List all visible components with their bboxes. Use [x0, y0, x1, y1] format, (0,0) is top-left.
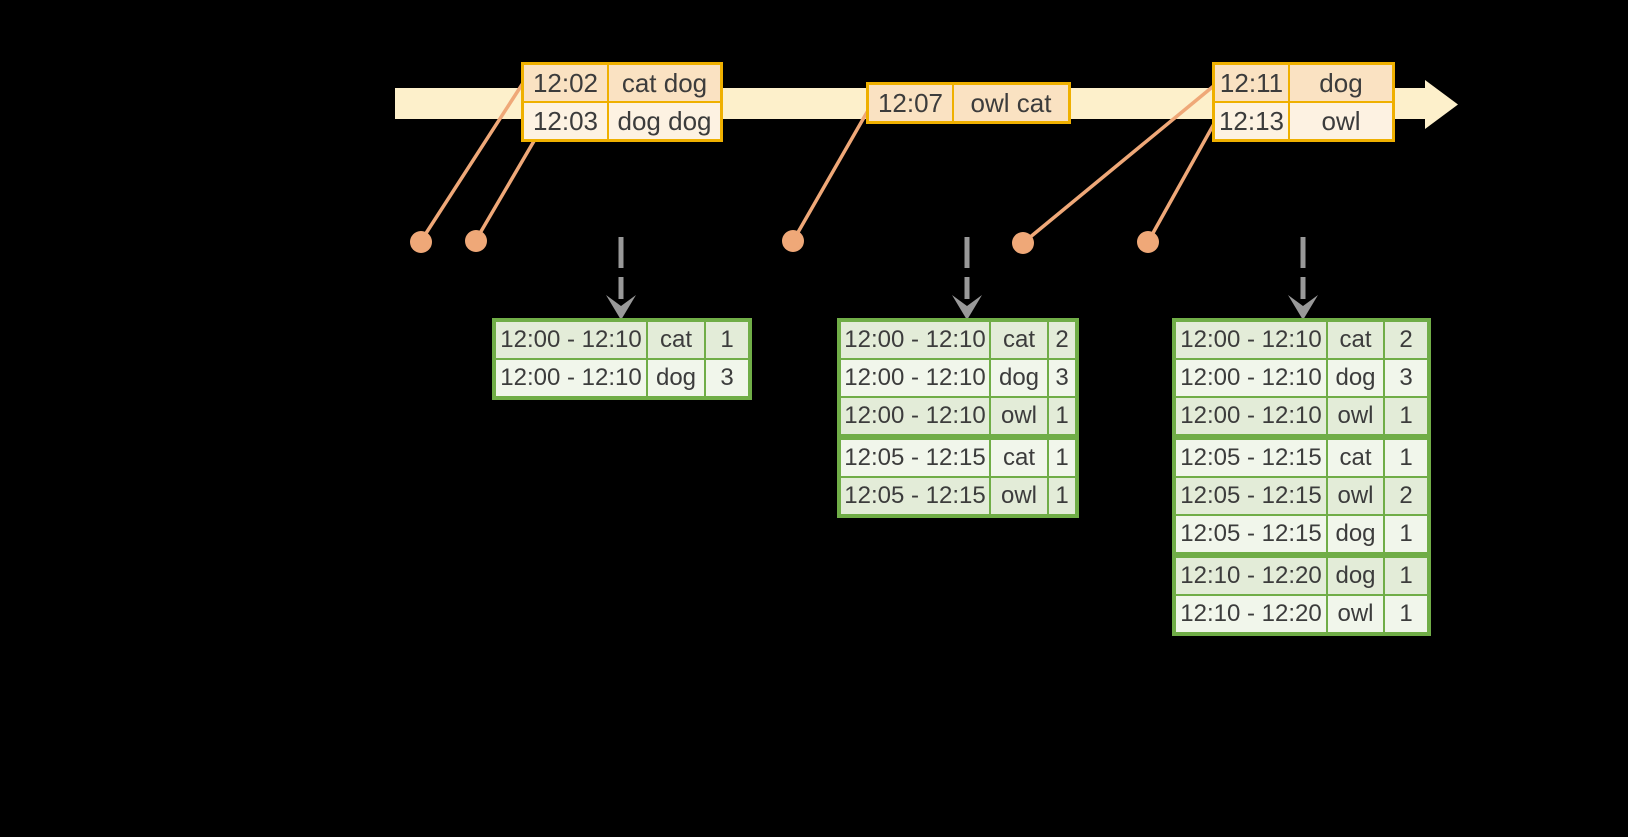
event-time: 12:11	[1215, 65, 1288, 101]
down-arrowhead-icon	[606, 295, 636, 320]
connector-line	[474, 140, 536, 241]
result-word: owl	[991, 478, 1047, 514]
connector-line	[1146, 121, 1217, 243]
event-dots	[410, 230, 1159, 254]
event-words: dog	[1290, 65, 1392, 101]
event-table-1: 12:02 cat dog 12:03 dog dog	[521, 62, 723, 142]
result-count: 2	[1385, 322, 1427, 358]
result-word: cat	[1328, 322, 1383, 358]
result-row: 12:00 - 12:10 cat 2	[841, 322, 1075, 358]
event-words: owl	[1290, 103, 1392, 139]
result-row: 12:05 - 12:15 cat 1	[1176, 440, 1427, 476]
result-window: 12:00 - 12:10	[1176, 322, 1326, 358]
connector-line	[791, 106, 872, 242]
result-count: 1	[1049, 440, 1075, 476]
event-table-2: 12:07 owl cat	[866, 82, 1071, 124]
event-time: 12:13	[1215, 103, 1288, 139]
result-row: 12:00 - 12:10 cat 2	[1176, 322, 1427, 358]
result-count: 1	[1049, 478, 1075, 514]
event-time: 12:07	[869, 85, 952, 121]
event-table-3: 12:11 dog 12:13 owl	[1212, 62, 1395, 142]
result-row: 12:10 - 12:20 dog 1	[1176, 558, 1427, 594]
result-word: cat	[1328, 440, 1383, 476]
connector-lines	[419, 82, 1218, 245]
timeline-arrowhead-icon	[1425, 80, 1458, 129]
result-window: 12:05 - 12:15	[1176, 478, 1326, 514]
result-count: 3	[1049, 360, 1075, 396]
result-row: 12:10 - 12:20 owl 1	[1176, 596, 1427, 632]
result-row: 12:00 - 12:10 owl 1	[1176, 398, 1427, 434]
result-window: 12:10 - 12:20	[1176, 558, 1326, 594]
result-word: cat	[648, 322, 704, 358]
result-word: cat	[991, 322, 1047, 358]
result-word: dog	[648, 360, 704, 396]
event-row: 12:02 cat dog	[524, 65, 720, 101]
result-word: owl	[991, 398, 1047, 434]
result-word: owl	[1328, 398, 1383, 434]
result-window: 12:05 - 12:15	[1176, 440, 1326, 476]
down-arrowhead-icon	[1288, 295, 1318, 320]
result-count: 2	[1049, 322, 1075, 358]
result-window: 12:00 - 12:10	[496, 360, 646, 396]
event-words: owl cat	[954, 85, 1068, 121]
result-count: 1	[1049, 398, 1075, 434]
result-row: 12:05 - 12:15 owl 1	[841, 478, 1075, 514]
result-row: 12:00 - 12:10 dog 3	[496, 360, 748, 396]
result-window: 12:00 - 12:10	[1176, 360, 1326, 396]
event-dot	[1012, 232, 1034, 254]
result-count: 3	[1385, 360, 1427, 396]
down-arrowhead-icon	[952, 295, 982, 320]
result-count: 2	[1385, 478, 1427, 514]
connector-line	[419, 82, 525, 242]
result-word: owl	[1328, 596, 1383, 632]
result-count: 1	[1385, 558, 1427, 594]
trigger-arrows	[606, 237, 1318, 320]
result-window: 12:05 - 12:15	[1176, 516, 1326, 552]
result-window: 12:00 - 12:10	[496, 322, 646, 358]
result-window: 12:00 - 12:10	[841, 398, 989, 434]
result-count: 1	[1385, 516, 1427, 552]
result-row: 12:00 - 12:10 cat 1	[496, 322, 748, 358]
event-row: 12:03 dog dog	[524, 103, 720, 139]
event-words: cat dog	[609, 65, 720, 101]
result-window: 12:00 - 12:10	[841, 322, 989, 358]
result-count: 3	[706, 360, 748, 396]
result-row: 12:05 - 12:15 dog 1	[1176, 516, 1427, 552]
result-count: 1	[706, 322, 748, 358]
result-word: dog	[1328, 558, 1383, 594]
connector-line	[1021, 82, 1218, 245]
result-window: 12:00 - 12:10	[1176, 398, 1326, 434]
event-words: dog dog	[609, 103, 720, 139]
result-row: 12:00 - 12:10 dog 3	[841, 360, 1075, 396]
event-dot	[410, 231, 432, 253]
result-window: 12:10 - 12:20	[1176, 596, 1326, 632]
result-row: 12:05 - 12:15 owl 2	[1176, 478, 1427, 514]
event-time: 12:03	[524, 103, 607, 139]
result-word: dog	[1328, 360, 1383, 396]
event-dot	[782, 230, 804, 252]
result-window: 12:00 - 12:10	[841, 360, 989, 396]
event-row: 12:13 owl	[1215, 103, 1392, 139]
result-table-3: 12:00 - 12:10 cat 2 12:00 - 12:10 dog 3 …	[1172, 318, 1431, 636]
result-table-2: 12:00 - 12:10 cat 2 12:00 - 12:10 dog 3 …	[837, 318, 1079, 518]
result-count: 1	[1385, 596, 1427, 632]
result-row: 12:00 - 12:10 owl 1	[841, 398, 1075, 434]
event-row: 12:07 owl cat	[869, 85, 1068, 121]
result-window: 12:05 - 12:15	[841, 478, 989, 514]
event-dot	[465, 230, 487, 252]
result-word: cat	[991, 440, 1047, 476]
result-word: owl	[1328, 478, 1383, 514]
result-word: dog	[1328, 516, 1383, 552]
event-row: 12:11 dog	[1215, 65, 1392, 101]
result-word: dog	[991, 360, 1047, 396]
result-row: 12:00 - 12:10 dog 3	[1176, 360, 1427, 396]
result-window: 12:05 - 12:15	[841, 440, 989, 476]
result-row: 12:05 - 12:15 cat 1	[841, 440, 1075, 476]
result-table-1: 12:00 - 12:10 cat 1 12:00 - 12:10 dog 3	[492, 318, 752, 400]
result-count: 1	[1385, 440, 1427, 476]
event-time: 12:02	[524, 65, 607, 101]
event-dot	[1137, 231, 1159, 253]
result-count: 1	[1385, 398, 1427, 434]
